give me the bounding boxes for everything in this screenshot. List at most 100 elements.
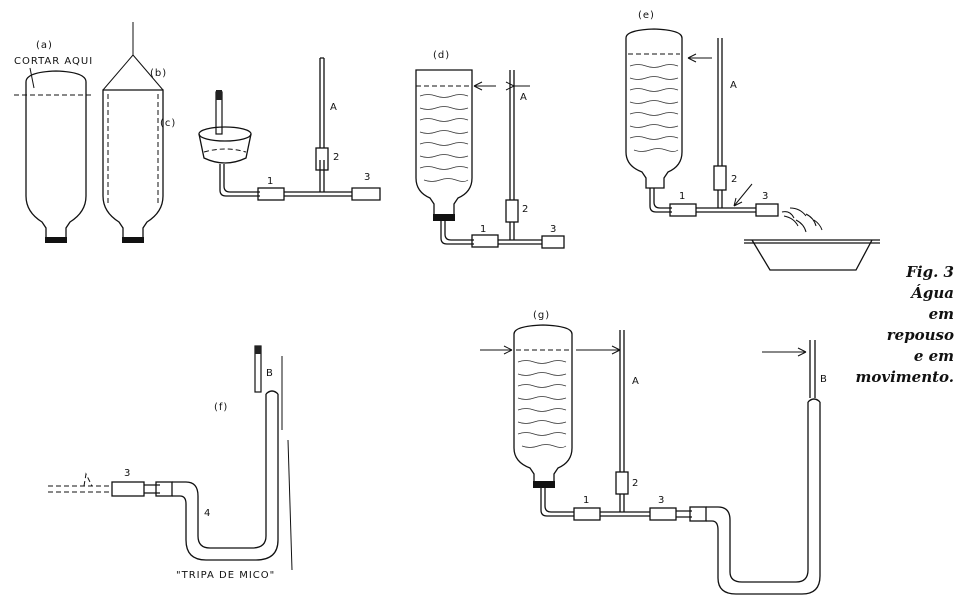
label-A-d: A <box>520 92 527 103</box>
u-tube-g-top <box>807 398 821 403</box>
part-1-e: 1 <box>679 191 685 202</box>
horizontal-pipe-c <box>284 191 352 197</box>
outlet-pipe-d <box>440 221 474 245</box>
bottle-d <box>415 69 473 221</box>
caption-line-4: repouso <box>886 326 954 344</box>
panel-f-label: (f) <box>214 402 228 413</box>
incoming-pipe-branch-dashed <box>83 472 93 487</box>
panel-e: (e) 1 2 A 3 <box>625 10 880 271</box>
funnel-rim <box>198 126 252 142</box>
part-2-d: 2 <box>522 204 528 215</box>
panel-g-label: (g) <box>533 310 550 321</box>
bottle-a-cap <box>45 237 67 243</box>
connector-2-e <box>713 165 727 191</box>
connector-3-e <box>755 203 779 217</box>
standpipe-A-g <box>619 330 625 472</box>
funnel-rod-tip <box>216 90 222 100</box>
bottle-b-dashes <box>107 94 159 205</box>
connector-3-g <box>649 507 677 521</box>
bottle-e <box>625 28 683 189</box>
figure-caption: Fig. 3 Água em repouso e em movimento. <box>834 262 954 388</box>
horizontal-pipe-d <box>498 239 542 245</box>
panel-d: (d) 1 2 A 3 <box>415 50 565 249</box>
t-stem-c <box>319 160 325 192</box>
part-1-c: 1 <box>267 176 273 187</box>
level-arrow-g-left <box>480 345 513 355</box>
part-3-c: 3 <box>364 172 370 183</box>
connector-2-c <box>315 147 329 171</box>
level-arrow-d-left <box>473 81 496 91</box>
flow-arrow-e <box>733 183 753 207</box>
caption-line-3: em <box>928 305 954 323</box>
level-arrow-g-right <box>576 345 621 355</box>
part-2-e: 2 <box>731 174 737 185</box>
caption-line-5: e em <box>913 347 954 365</box>
funnel-outlet-pipe <box>219 164 260 197</box>
funnel-dash <box>203 148 247 153</box>
panel-b: (b) (c) <box>102 22 176 243</box>
u-tube-g <box>706 402 821 595</box>
bottle-b-cap <box>122 237 144 243</box>
label-A-c: A <box>330 102 337 113</box>
bottle-d-cap <box>433 214 455 221</box>
panel-b-label: (b) <box>150 68 167 79</box>
standpipe-A-e <box>717 38 723 166</box>
part-3-g: 3 <box>658 495 664 506</box>
part-3-e: 3 <box>762 191 768 202</box>
label-B-g: B <box>820 374 827 385</box>
clamp-g <box>689 506 707 522</box>
side-lines-f <box>281 356 293 571</box>
short-pipe-g <box>676 510 692 518</box>
basin <box>744 239 880 271</box>
connector-3-f <box>111 481 145 497</box>
panel-a-label: (a) <box>36 40 53 51</box>
cut-pointer-line <box>29 67 35 89</box>
connector-3-d <box>541 235 565 249</box>
part-1-d: 1 <box>480 224 486 235</box>
part-2-c: 2 <box>333 152 339 163</box>
connector-2-d <box>505 199 519 223</box>
connector-1-c <box>257 187 285 201</box>
outlet-pipe-g <box>540 488 574 517</box>
thin-tube-B-tip <box>255 346 261 354</box>
bottle-g-cap <box>533 481 555 488</box>
standpipe-A-d <box>509 70 515 200</box>
part-3-f: 3 <box>124 468 130 479</box>
panel-g: (g) 1 2 A 3 B <box>480 310 827 595</box>
label-B-f: B <box>266 368 273 379</box>
label-A-g: A <box>632 376 639 387</box>
caption-line-1: Fig. 3 <box>906 263 954 281</box>
connector-2-g <box>615 471 629 495</box>
label-A-e: A <box>730 80 737 91</box>
panel-c: 1 2 A 3 <box>198 57 381 201</box>
level-arrow-g-B <box>762 347 807 357</box>
water-texture-e <box>629 64 679 152</box>
incoming-pipe-dashed <box>48 485 112 493</box>
part-1-g: 1 <box>583 495 589 506</box>
t-stem-e <box>717 190 723 208</box>
connector-1-e <box>669 203 697 217</box>
caption-line-2: Água <box>911 284 954 302</box>
t-stem-g <box>619 494 625 512</box>
part-3-d: 3 <box>550 224 556 235</box>
part-2-g: 2 <box>632 478 638 489</box>
panel-c-label-top: (c) <box>160 118 176 129</box>
connector-1-d <box>471 234 499 248</box>
water-texture-g <box>517 360 567 448</box>
level-arrow-e <box>687 53 712 63</box>
u-tube-f <box>172 394 279 561</box>
cut-here-text: CORTAR AQUI <box>14 56 93 67</box>
standpipe-B-g <box>809 340 816 398</box>
short-pipe-f <box>144 484 160 494</box>
standpipe-A-c <box>319 57 325 148</box>
bottle-g <box>513 324 573 485</box>
panel-a: (a) CORTAR AQUI <box>14 40 93 243</box>
water-spray <box>781 207 823 233</box>
funnel-body <box>198 133 252 164</box>
panel-e-label: (e) <box>638 10 655 21</box>
water-texture-d <box>419 94 469 182</box>
bottle-b <box>102 89 164 241</box>
panel-d-label: (d) <box>433 50 450 61</box>
hanging-strings <box>102 22 164 91</box>
